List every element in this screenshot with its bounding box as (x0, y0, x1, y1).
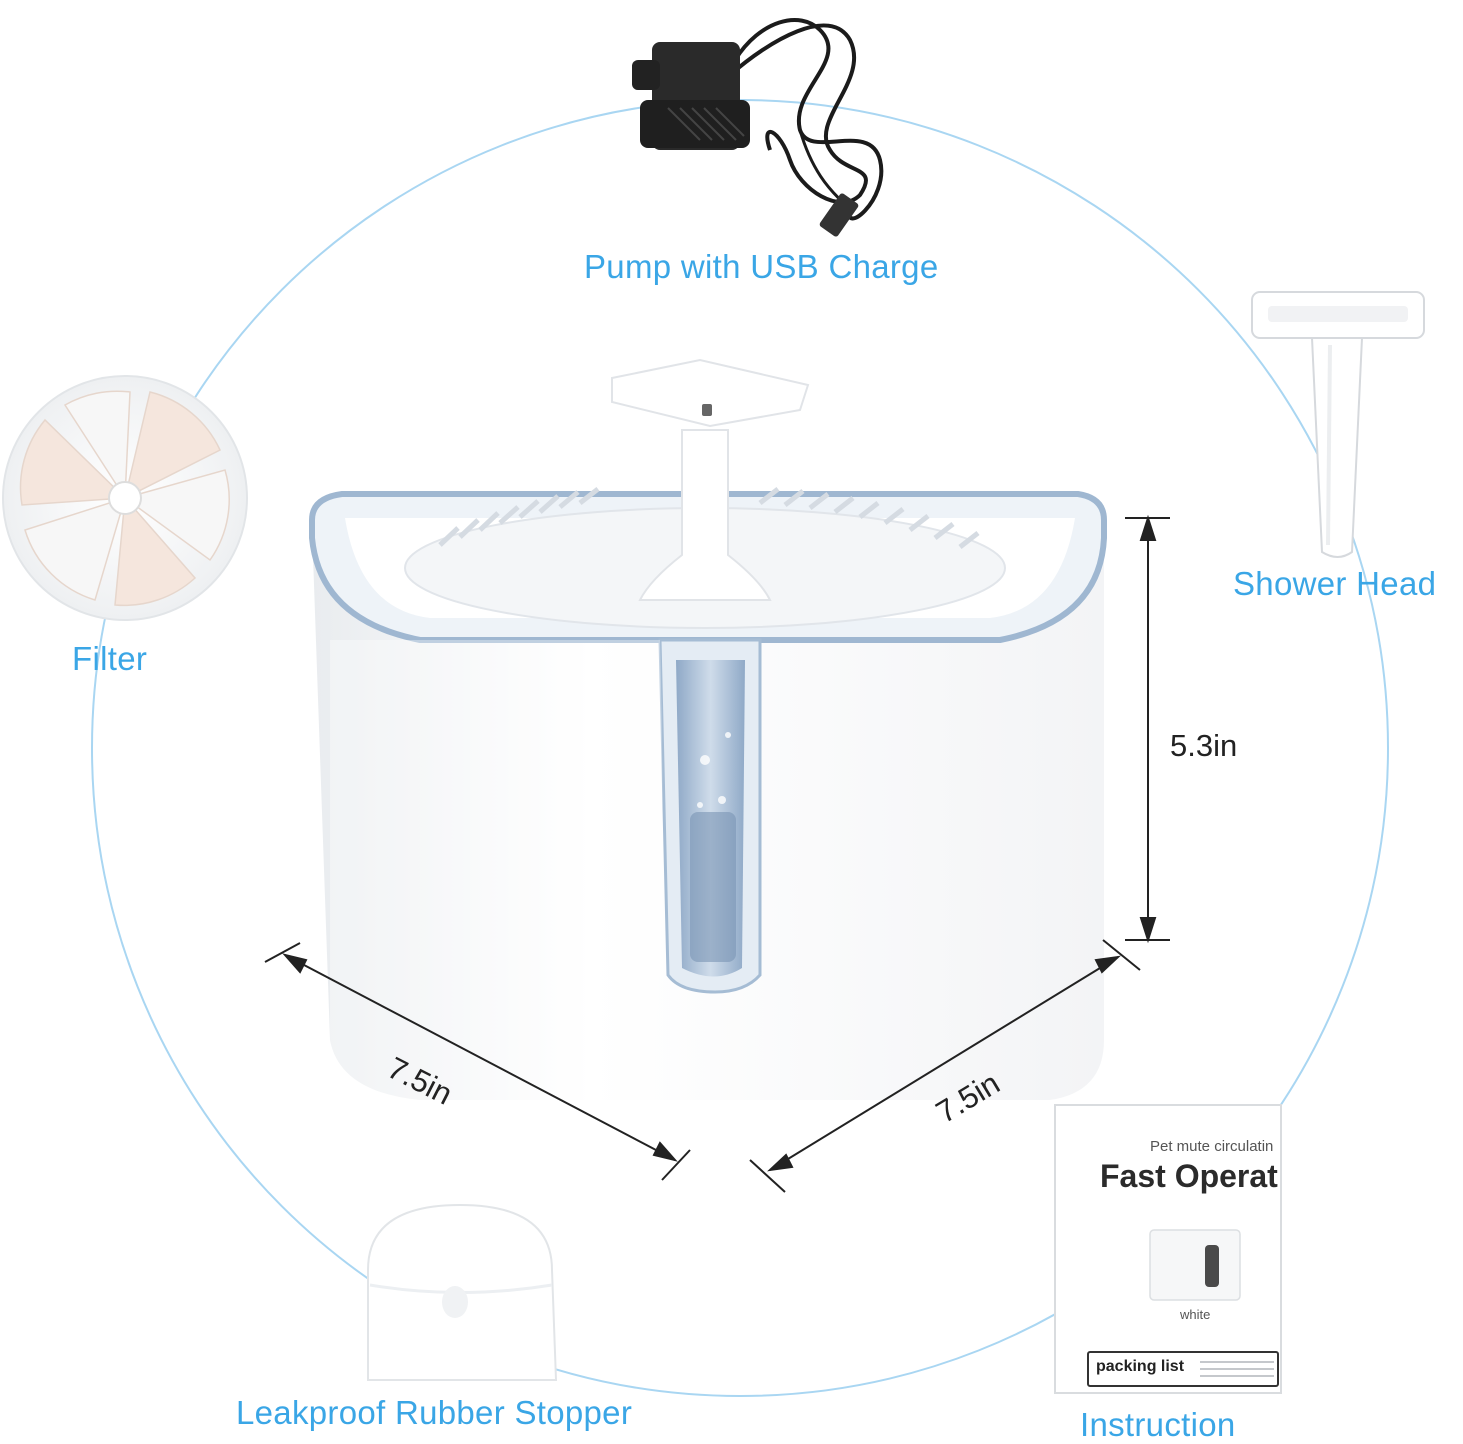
shower-head-image (1251, 291, 1425, 558)
manual-color-word: white (1180, 1307, 1211, 1322)
pump-label: Pump with USB Charge (584, 248, 939, 285)
manual-title: Fast Operat (1100, 1158, 1278, 1194)
fountain-image (309, 358, 1107, 1100)
filter-image (2, 375, 248, 621)
manual-subtitle: Pet mute circulatin (1150, 1138, 1274, 1155)
pump-image (632, 18, 884, 237)
instruction-manual (1054, 1104, 1282, 1394)
stopper-image (367, 1203, 558, 1381)
shower-head-label: Shower Head (1233, 565, 1437, 602)
instruction-label: Instruction (1080, 1406, 1236, 1443)
manual-packing-label: packing list (1096, 1358, 1185, 1375)
filter-label: Filter (72, 640, 148, 677)
stopper-label: Leakproof Rubber Stopper (236, 1394, 633, 1431)
height-dimension: 5.3in (1170, 728, 1238, 763)
dimension-lines (264, 514, 1170, 1193)
